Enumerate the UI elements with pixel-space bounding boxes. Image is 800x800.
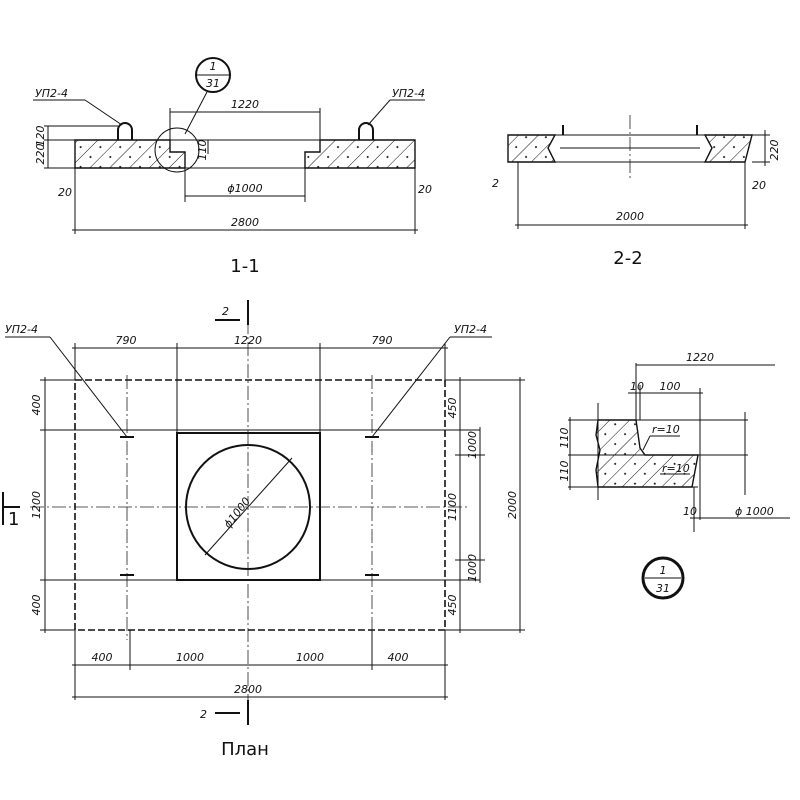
loop-label-left: УП2-4 bbox=[5, 323, 38, 336]
detail-node-1: 1220 10 100 110 110 r=10 r=10 10 ϕ 1000 … bbox=[558, 351, 790, 600]
dim-right: 450 bbox=[446, 595, 459, 616]
dim-left: 1200 bbox=[30, 491, 43, 519]
dim-220: 220 bbox=[768, 140, 781, 161]
dim-220: 220 bbox=[34, 144, 47, 165]
dim-right: 1000 bbox=[466, 554, 479, 582]
callout-bottom: 31 bbox=[206, 77, 220, 90]
detail-slab-section bbox=[595, 419, 699, 488]
dim-20-left: 20 bbox=[58, 186, 72, 199]
radius-upper: r=10 bbox=[652, 423, 680, 436]
radius-lower: r=10 bbox=[662, 462, 690, 475]
slab-right-part bbox=[304, 139, 416, 169]
callout-top: 1 bbox=[660, 564, 667, 577]
dim-2000: 2000 bbox=[616, 210, 644, 223]
dim-1220: 1220 bbox=[686, 351, 714, 364]
dim-110-upper: 110 bbox=[558, 428, 571, 449]
section-2-2: 2000 220 2 20 2-2 bbox=[492, 115, 781, 269]
slab-outline bbox=[74, 379, 446, 631]
detail-callout-circle bbox=[641, 556, 685, 600]
dim-diameter: ϕ1000 bbox=[227, 182, 262, 195]
slab-left-part bbox=[74, 139, 186, 169]
plan-title: План bbox=[221, 739, 269, 760]
callout-top: 1 bbox=[210, 60, 217, 73]
dim-10-top: 10 bbox=[630, 380, 644, 393]
loop-label-right: УП2-4 bbox=[392, 87, 425, 100]
dim-right: 1100 bbox=[446, 493, 459, 521]
dim-total-width: 2800 bbox=[234, 683, 262, 696]
dim-diameter: ϕ1000 bbox=[221, 495, 253, 531]
section-mark-1: 1 bbox=[8, 509, 19, 530]
lifting-loop-right bbox=[358, 122, 374, 140]
section-title-1-1: 1-1 bbox=[230, 256, 259, 277]
dim-110: 110 bbox=[196, 140, 209, 161]
dim-100: 100 bbox=[660, 380, 681, 393]
lifting-loop-left bbox=[117, 122, 133, 140]
callout-bottom: 31 bbox=[656, 582, 670, 595]
slab-right-part bbox=[703, 134, 753, 163]
dim-110-lower: 110 bbox=[558, 461, 571, 482]
dim-bottom: 1000 bbox=[176, 651, 204, 664]
dim-left: 400 bbox=[30, 395, 43, 416]
dim-top: 790 bbox=[116, 334, 137, 347]
dim-diameter: ϕ 1000 bbox=[735, 505, 774, 518]
dim-10-bottom: 10 bbox=[683, 505, 697, 518]
dim-120: 120 bbox=[34, 126, 47, 147]
dim-bottom: 400 bbox=[92, 651, 113, 664]
dim-bottom: 400 bbox=[388, 651, 409, 664]
dim-2800: 2800 bbox=[231, 216, 259, 229]
dim-20-right: 20 bbox=[418, 183, 432, 196]
loop-label-left: УП2-4 bbox=[35, 87, 68, 100]
dim-top: 1220 bbox=[234, 334, 262, 347]
dim-left: 400 bbox=[30, 595, 43, 616]
plan-view: ϕ1000 УП2-4 УП2-4 2 2 1 790 1220 790 400… bbox=[2, 300, 525, 760]
detail-circle bbox=[154, 127, 200, 173]
section-mark-2-top: 2 bbox=[222, 305, 229, 318]
slab-left-part bbox=[507, 134, 557, 163]
dim-total-height: 2000 bbox=[506, 491, 519, 519]
dim-20-right: 20 bbox=[752, 179, 766, 192]
loop-label-right: УП2-4 bbox=[454, 323, 487, 336]
dim-right: 1000 bbox=[466, 431, 479, 459]
section-mark-2-bottom: 2 bbox=[200, 708, 207, 721]
dim-1220: 1220 bbox=[231, 98, 259, 111]
dim-2-left: 2 bbox=[492, 177, 499, 190]
dim-right: 450 bbox=[446, 398, 459, 419]
section-title-2-2: 2-2 bbox=[613, 248, 642, 269]
dim-bottom: 1000 bbox=[296, 651, 324, 664]
dim-top: 790 bbox=[372, 334, 393, 347]
section-1-1: 1 31 УП2-4 УП2-4 1220 ϕ1000 2800 120 220… bbox=[33, 57, 432, 277]
